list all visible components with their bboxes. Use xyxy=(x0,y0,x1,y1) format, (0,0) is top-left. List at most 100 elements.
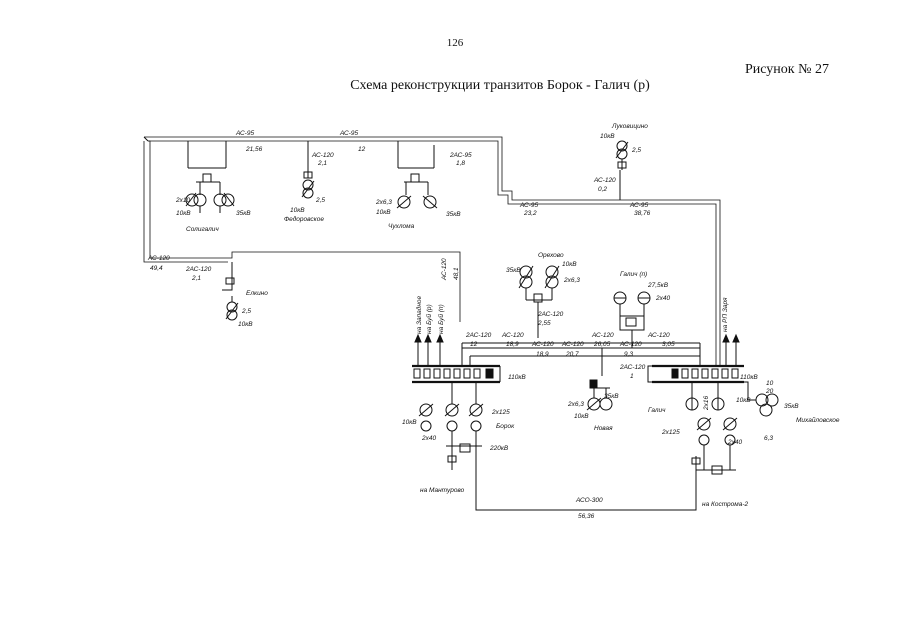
line-label-ac120-b6: АС-120 9,3 xyxy=(619,341,642,358)
svg-text:на Западное: на Западное xyxy=(415,295,423,334)
svg-text:2,5: 2,5 xyxy=(241,308,251,315)
svg-text:АС-120: АС-120 xyxy=(591,332,614,339)
svg-text:АС-95: АС-95 xyxy=(235,130,254,137)
northern-transit-line xyxy=(143,136,721,366)
line-label-2ac120-novaya: 2АС-120 1 xyxy=(619,364,646,380)
svg-text:2,5: 2,5 xyxy=(631,147,641,154)
svg-text:2х40: 2х40 xyxy=(421,435,436,442)
svg-text:3,05: 3,05 xyxy=(662,341,675,348)
svg-text:Галич: Галич xyxy=(648,407,666,414)
line-label-ac120-b2: АС-120 18,9 xyxy=(501,332,524,348)
svg-text:АС-95: АС-95 xyxy=(339,130,358,137)
line-label-2ac95: 2АС-95 1,8 xyxy=(449,152,472,167)
svg-text:2х6,3: 2х6,3 xyxy=(567,401,584,408)
svg-text:АС-95: АС-95 xyxy=(629,202,648,209)
svg-text:48,1: 48,1 xyxy=(453,267,460,280)
svg-text:2АС-120: 2АС-120 xyxy=(465,332,492,339)
svg-text:10кВ: 10кВ xyxy=(600,133,615,140)
svg-text:35кВ: 35кВ xyxy=(446,211,461,218)
svg-text:6,3: 6,3 xyxy=(764,435,773,442)
svg-text:35кВ: 35кВ xyxy=(236,210,251,217)
svg-text:10кВ: 10кВ xyxy=(376,209,391,216)
page-number: 126 xyxy=(446,37,464,49)
svg-text:2АС-95: 2АС-95 xyxy=(449,152,472,159)
line-label-ac120-b5: АС-120 26,05 xyxy=(591,332,614,348)
borok-galich-main-line xyxy=(461,342,701,366)
substation-orekhovo: Орехово 35кВ 10кВ 2х6,3 xyxy=(506,252,580,338)
svg-text:1,8: 1,8 xyxy=(456,160,465,167)
direction-rp-zarya: на РП Заря xyxy=(722,297,729,332)
svg-text:10кВ: 10кВ xyxy=(736,397,751,404)
svg-text:2х6,3: 2х6,3 xyxy=(375,199,392,206)
svg-text:на Буй (р): на Буй (р) xyxy=(425,304,433,334)
svg-text:2х125: 2х125 xyxy=(491,409,510,416)
svg-text:10кВ: 10кВ xyxy=(290,207,305,214)
svg-text:2,55: 2,55 xyxy=(537,320,551,327)
svg-text:2АС-120: 2АС-120 xyxy=(537,311,564,318)
svg-text:2х10: 2х10 xyxy=(175,197,190,204)
svg-text:2х40: 2х40 xyxy=(727,439,742,446)
svg-text:12: 12 xyxy=(358,146,366,153)
svg-text:АС-120: АС-120 xyxy=(561,341,584,348)
line-label-ac120-b4: АС-120 20,7 xyxy=(561,341,584,358)
substation-soligalich: 2х10 10кВ 35кВ Солигалич xyxy=(175,141,251,233)
line-label-ac95-d: АС-95 38,76 xyxy=(629,202,651,217)
svg-text:2,5: 2,5 xyxy=(315,197,325,204)
line-label-ac120-b7: АС-120 3,05 xyxy=(647,332,675,348)
svg-text:2х40: 2х40 xyxy=(655,295,670,302)
svg-text:АС-120: АС-120 xyxy=(619,341,642,348)
line-label-ac120-west: АС-120 49,4 xyxy=(147,255,170,272)
substation-borok: 110кВ 2х125 10кВ 2х40 Борок 220кВ xyxy=(402,333,526,506)
line-aso300: АСО-300 56,36 xyxy=(475,497,697,520)
svg-text:2х6,3: 2х6,3 xyxy=(563,277,580,284)
svg-text:21,56: 21,56 xyxy=(245,146,263,153)
svg-text:18,9: 18,9 xyxy=(506,341,519,348)
svg-text:0,2: 0,2 xyxy=(598,186,607,193)
svg-text:Солигалич: Солигалич xyxy=(186,226,219,233)
line-label-ac95-a: АС-95 21,56 xyxy=(235,130,263,153)
svg-text:110кВ: 110кВ xyxy=(740,374,758,381)
substation-mikhailovskoe: 10 20 35кВ Михайловское 6,3 xyxy=(744,380,840,442)
svg-text:1: 1 xyxy=(630,373,634,380)
svg-text:18,9: 18,9 xyxy=(536,351,549,358)
svg-text:Луковицино: Луковицино xyxy=(611,123,648,130)
svg-text:9,3: 9,3 xyxy=(624,351,633,358)
svg-text:Федоровское: Федоровское xyxy=(284,215,324,223)
svg-text:2,1: 2,1 xyxy=(191,275,201,282)
svg-text:2АС-120: 2АС-120 xyxy=(185,266,212,273)
substation-lukovitsino: Луковицино 10кВ 2,5 xyxy=(600,123,648,170)
svg-text:АС-120: АС-120 xyxy=(593,177,616,184)
svg-text:АС-120: АС-120 xyxy=(531,341,554,348)
svg-text:АС-95: АС-95 xyxy=(519,202,538,209)
svg-text:20: 20 xyxy=(765,388,774,395)
svg-text:23,2: 23,2 xyxy=(523,210,537,217)
svg-text:Михайловское: Михайловское xyxy=(796,416,840,424)
svg-text:35кВ: 35кВ xyxy=(506,267,521,274)
svg-text:АС-120: АС-120 xyxy=(311,152,334,159)
line-label-2ac120-orekhovo: 2АС-120 2,55 xyxy=(537,311,564,327)
direction-kostroma-2: на Кострома-2 xyxy=(702,501,749,508)
svg-text:35кВ: 35кВ xyxy=(784,403,799,410)
direction-labels-borok: на Западное на Буй (р) на Буй (п) xyxy=(415,295,445,334)
svg-text:220кВ: 220кВ xyxy=(489,445,509,452)
svg-text:Галич (п): Галич (п) xyxy=(620,271,647,278)
svg-text:20,7: 20,7 xyxy=(565,351,579,358)
svg-text:Борок: Борок xyxy=(496,423,515,430)
svg-text:2,1: 2,1 xyxy=(317,160,327,167)
line-label-ac120-fedorovskoe: АС-120 2,1 xyxy=(311,152,334,167)
svg-text:АС-120: АС-120 xyxy=(501,332,524,339)
substation-novaya: 2х6,3 10кВ 35кВ Новая xyxy=(567,348,619,432)
svg-text:на Буй (п): на Буй (п) xyxy=(437,304,445,334)
svg-text:АС-120: АС-120 xyxy=(647,332,670,339)
svg-text:2х16: 2х16 xyxy=(703,396,710,411)
svg-text:10кВ: 10кВ xyxy=(402,419,417,426)
line-label-ac95-b: АС-95 12 xyxy=(339,130,366,153)
svg-text:27,5кВ: 27,5кВ xyxy=(647,282,669,289)
line-label-2ac120-elkino: 2АС-120 2,1 xyxy=(185,266,212,282)
svg-text:10кВ: 10кВ xyxy=(574,413,589,420)
svg-text:10: 10 xyxy=(766,380,774,387)
svg-text:38,76: 38,76 xyxy=(634,210,651,217)
line-label-2ac120-b1: 2АС-120 12 xyxy=(465,332,492,348)
svg-text:Орехово: Орехово xyxy=(538,252,564,259)
